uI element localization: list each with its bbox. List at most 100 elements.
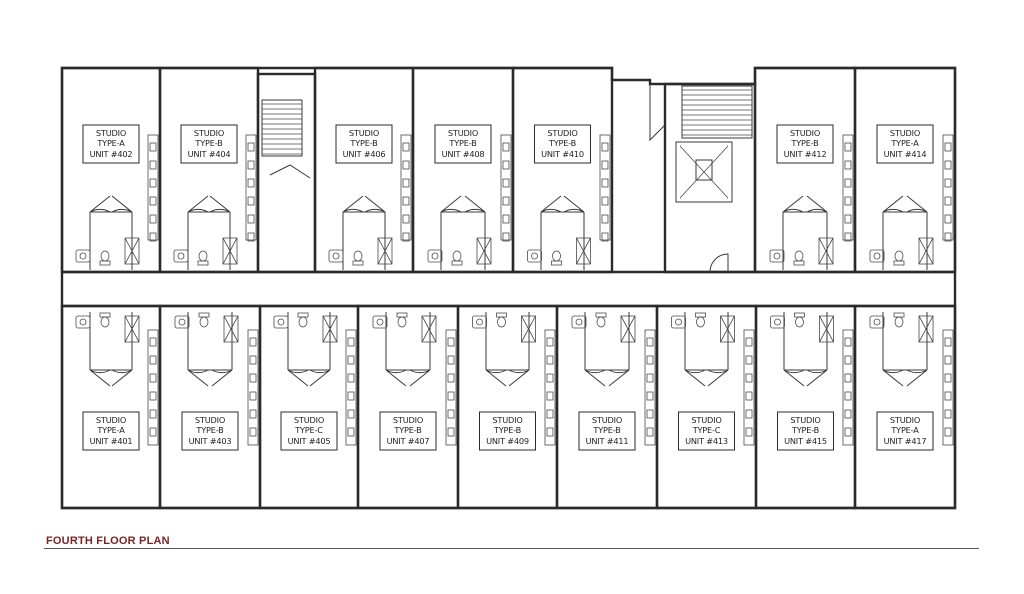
unit-subtype: TYPE-C xyxy=(692,425,721,435)
unit-label-box xyxy=(578,411,636,451)
unit-type: STUDIO xyxy=(592,415,622,425)
unit-outline-north-1 xyxy=(158,66,260,274)
door-swing-right xyxy=(806,195,828,213)
door-swing-left xyxy=(89,195,111,213)
door-swing-right xyxy=(906,369,928,387)
unit-number: UNIT #414 xyxy=(884,149,927,159)
toilet-tank xyxy=(352,260,364,266)
unit-label-box xyxy=(180,124,238,164)
appliance xyxy=(502,160,510,170)
sink-basin xyxy=(178,318,186,326)
unit-outline-north-6 xyxy=(853,66,957,274)
fixtures-north-5 xyxy=(769,134,854,270)
shower-stall xyxy=(918,237,934,265)
appliance xyxy=(247,196,255,206)
sink-basin xyxy=(774,318,781,326)
appliance xyxy=(502,214,510,224)
unit-type: STUDIO xyxy=(790,128,820,138)
unit-outline-south-4 xyxy=(456,304,559,510)
door-swing-right xyxy=(409,369,431,387)
unit-outline-north-3 xyxy=(411,66,515,274)
appliance xyxy=(546,391,554,401)
toilet-tank xyxy=(451,260,463,266)
appliance xyxy=(944,427,952,437)
appliance xyxy=(249,373,257,383)
unit-label-box xyxy=(534,124,591,164)
fixtures-north-0 xyxy=(75,134,159,270)
toilet-tank xyxy=(297,312,309,318)
appliance xyxy=(844,178,852,188)
appliance xyxy=(347,373,355,383)
appliance xyxy=(601,232,609,242)
appliance xyxy=(646,427,654,437)
appliance xyxy=(601,196,609,206)
door-swing-left xyxy=(882,195,904,213)
sink-basin xyxy=(575,318,583,326)
appliance xyxy=(745,355,753,365)
door-swing-left xyxy=(584,369,606,387)
kitchen-counter xyxy=(599,134,611,241)
appliance xyxy=(601,178,609,188)
unit-number: UNIT #402 xyxy=(90,149,133,159)
unit-outline-north-0 xyxy=(60,66,162,274)
unit-type: STUDIO xyxy=(195,415,225,425)
appliance xyxy=(149,196,157,206)
appliance xyxy=(646,391,654,401)
unit-label-box xyxy=(434,124,492,164)
unit-subtype: TYPE-B xyxy=(448,138,477,148)
shower-mark xyxy=(918,315,934,343)
shower-stall xyxy=(720,315,735,343)
shower-stall xyxy=(818,237,834,265)
shower-mark xyxy=(222,237,238,265)
toilet xyxy=(100,316,110,328)
door-swing-right xyxy=(309,369,331,387)
bath-partition xyxy=(684,312,729,371)
toilet-tank xyxy=(551,260,562,266)
toilet xyxy=(795,316,804,328)
appliance xyxy=(844,391,852,401)
fixtures-north-6 xyxy=(869,134,954,270)
appliance xyxy=(447,337,455,347)
unit-subtype: TYPE-B xyxy=(548,138,577,148)
sink-counter xyxy=(770,315,785,329)
toilet xyxy=(696,316,705,328)
sink-counter xyxy=(273,315,289,329)
unit-outline-south-0 xyxy=(60,304,162,510)
unit-subtype: TYPE-B xyxy=(592,425,621,435)
unit-number: UNIT #411 xyxy=(586,436,629,446)
unit-number: UNIT #412 xyxy=(784,149,827,159)
appliance xyxy=(745,427,753,437)
toilet-tank xyxy=(893,260,905,266)
appliance xyxy=(149,409,157,419)
appliance xyxy=(249,337,257,347)
appliance xyxy=(149,214,157,224)
toilet-tank xyxy=(794,312,805,318)
unit-number: UNIT #401 xyxy=(90,436,133,446)
unit-outline-south-7 xyxy=(754,304,857,510)
appliance xyxy=(447,355,455,365)
bath-partition xyxy=(89,211,133,270)
unit-type: STUDIO xyxy=(691,415,721,425)
shower-stall xyxy=(620,315,636,343)
unit-type: STUDIO xyxy=(294,415,324,425)
sink-basin xyxy=(476,318,483,326)
toilet xyxy=(452,250,462,262)
building-core xyxy=(256,72,757,274)
appliance xyxy=(745,373,753,383)
unit-label-box xyxy=(876,411,934,451)
title-underline xyxy=(44,548,979,549)
toilet xyxy=(497,316,506,328)
unit-subtype: TYPE-A xyxy=(890,138,919,148)
door-swing-right xyxy=(211,369,233,387)
appliance xyxy=(944,409,952,419)
door-swing-right xyxy=(906,195,928,213)
kitchen-counter xyxy=(842,329,854,446)
unit-label-box xyxy=(776,124,834,164)
bath-partition xyxy=(584,312,630,371)
unit-type: STUDIO xyxy=(194,128,224,138)
door-swing-left xyxy=(783,369,805,387)
